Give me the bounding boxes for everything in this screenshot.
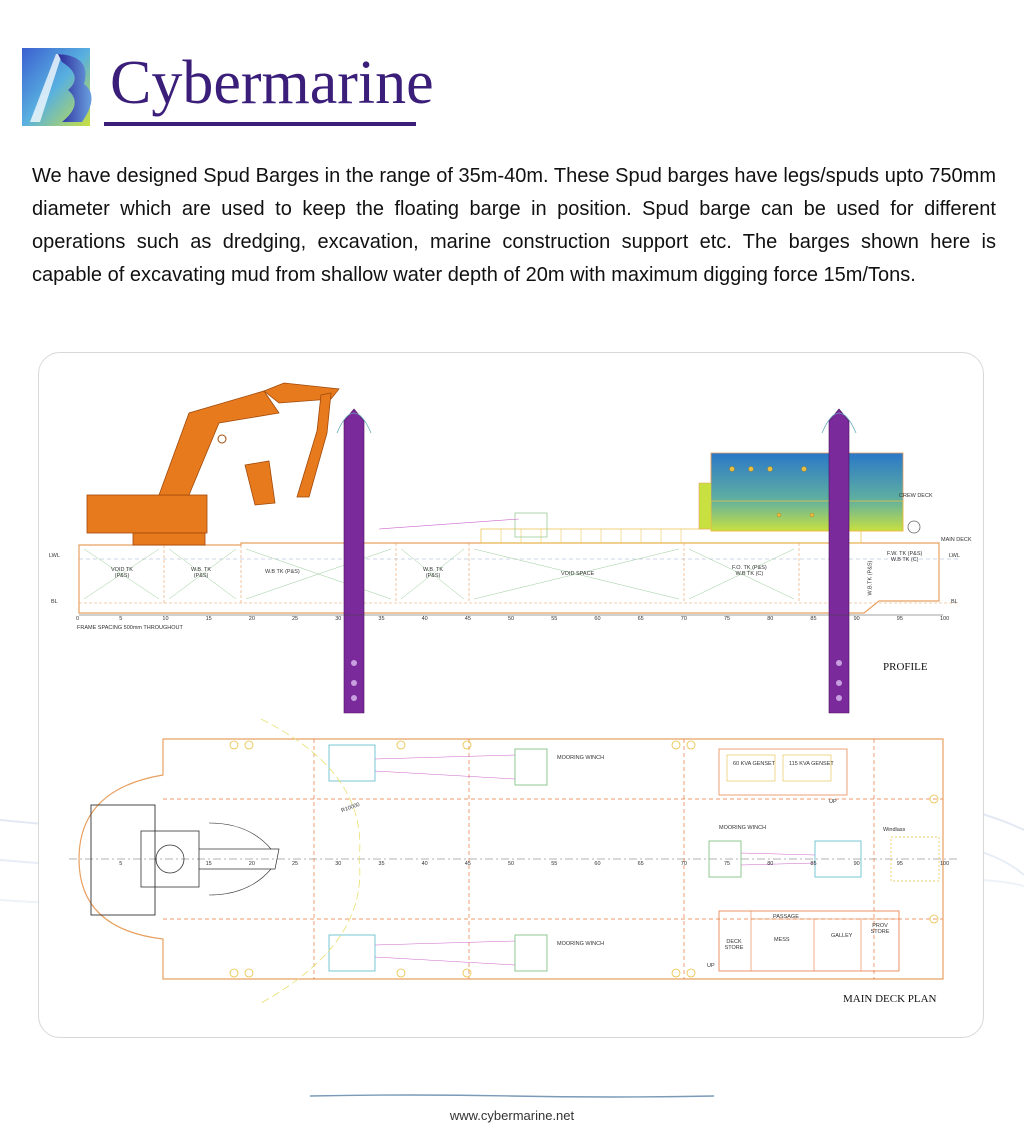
profile-frame-45: 45 bbox=[464, 616, 471, 622]
profile-frame-0: 0 bbox=[76, 616, 80, 622]
plan-frame-75: 75 bbox=[724, 861, 731, 867]
plan-frame-65: 65 bbox=[637, 861, 644, 867]
profile-frame-75: 75 bbox=[724, 616, 731, 622]
crew-deck-label: CREW DECK bbox=[899, 493, 933, 499]
plan-frame-5: 5 bbox=[119, 861, 123, 867]
plan-frame-70: 70 bbox=[680, 861, 687, 867]
prov-store-label: PROV STORE bbox=[870, 923, 890, 936]
profile-frame-65: 65 bbox=[637, 616, 644, 622]
plan-frame-40: 40 bbox=[421, 861, 428, 867]
mooring-winch-top-label: MOORING WINCH bbox=[557, 755, 605, 761]
up-label-2: UP bbox=[707, 963, 715, 969]
plan-frame-95: 95 bbox=[896, 861, 903, 867]
plan-frame-30: 30 bbox=[335, 861, 342, 867]
void-tk-label: VOID TK(P&S) bbox=[111, 567, 133, 580]
profile-frame-10: 10 bbox=[162, 616, 169, 622]
profile-frame-20: 20 bbox=[248, 616, 255, 622]
plan-frame-35: 35 bbox=[378, 861, 385, 867]
bl-label-right: BL bbox=[951, 599, 958, 605]
lwl-label: LWL bbox=[49, 553, 60, 559]
plan-frame-100: 100 bbox=[940, 861, 950, 867]
plan-frame-85: 85 bbox=[810, 861, 817, 867]
plan-frame-15: 15 bbox=[205, 861, 212, 867]
profile-frame-60: 60 bbox=[594, 616, 601, 622]
profile-frame-5: 5 bbox=[119, 616, 123, 622]
profile-frame-100: 100 bbox=[940, 616, 950, 622]
mooring-winch-bottom-label: MOORING WINCH bbox=[557, 941, 605, 947]
profile-frame-90: 90 bbox=[853, 616, 860, 622]
profile-frame-80: 80 bbox=[767, 616, 774, 622]
intro-paragraph: We have designed Spud Barges in the rang… bbox=[32, 165, 996, 286]
profile-title: PROFILE bbox=[883, 661, 928, 673]
profile-frame-30: 30 bbox=[335, 616, 342, 622]
profile-frame-95: 95 bbox=[896, 616, 903, 622]
plan-frame-25: 25 bbox=[292, 861, 299, 867]
plan-frame-60: 60 bbox=[594, 861, 601, 867]
profile-frame-85: 85 bbox=[810, 616, 817, 622]
passage-label: PASSAGE bbox=[773, 914, 799, 920]
plan-frame-80: 80 bbox=[767, 861, 774, 867]
brand-name: Cybermarine bbox=[110, 49, 434, 117]
footer-url: www.cybermarine.net bbox=[449, 1108, 575, 1123]
spud-leg-icon bbox=[336, 408, 857, 714]
plan-frame-scale: 5 15 20 25 30 35 40 45 50 55 60 65 70 75 80 85 90 95 100 bbox=[39, 861, 983, 869]
mooring-winch-mid-label: MOORING WINCH bbox=[719, 825, 767, 831]
plan-frame-20: 20 bbox=[248, 861, 255, 867]
profile-frame-50: 50 bbox=[508, 616, 515, 622]
lwl-label-right: LWL bbox=[949, 553, 960, 559]
deck-store-label: DECK STORE bbox=[724, 939, 744, 952]
main-deck-label: MAIN DECK bbox=[941, 537, 972, 543]
genset-1-label: 60 KVA GENSET bbox=[733, 761, 776, 767]
profile-frame-15: 15 bbox=[205, 616, 212, 622]
wb-tk-3-label: W.B. TK(P&S) bbox=[423, 567, 444, 580]
profile-frame-scale: 0 5 10 15 20 25 30 35 40 45 50 55 60 65 70 75 80 85 90 95 10… bbox=[39, 616, 983, 624]
footer-divider bbox=[310, 1094, 714, 1098]
profile-frame-25: 25 bbox=[292, 616, 299, 622]
main-deck-plan-title: MAIN DECK PLAN bbox=[843, 993, 937, 1005]
up-label-1: UP bbox=[829, 799, 837, 805]
profile-frame-70: 70 bbox=[680, 616, 687, 622]
plan-frame-50: 50 bbox=[508, 861, 515, 867]
plan-frame-55: 55 bbox=[551, 861, 558, 867]
fo-tk-label: F.O. TK (P&S)W.B TK (C) bbox=[732, 565, 767, 578]
profile-frame-55: 55 bbox=[551, 616, 558, 622]
windlass-label: Windlass bbox=[883, 827, 906, 833]
brand-underline bbox=[104, 122, 416, 126]
cybermarine-logo-icon bbox=[22, 48, 92, 126]
frame-spacing-label: FRAME SPACING 500mm THROUGHOUT bbox=[77, 625, 183, 631]
wb-tk-vertical-label: W.B.TK (P&S) bbox=[867, 560, 874, 596]
bl-label: BL bbox=[51, 599, 58, 605]
genset-2-label: 115 KVA GENSET bbox=[789, 761, 834, 767]
galley-label: GALLEY bbox=[831, 933, 853, 939]
wb-tk-2-label: W.B TK (P&S) bbox=[265, 569, 300, 575]
fw-tk-label: F.W. TK (P&S)W.B TK (C) bbox=[887, 551, 923, 564]
plan-frame-90: 90 bbox=[853, 861, 860, 867]
plan-frame-45: 45 bbox=[464, 861, 471, 867]
mess-label: MESS bbox=[774, 937, 790, 943]
profile-frame-40: 40 bbox=[421, 616, 428, 622]
wb-tk-1-label: W.B. TK(P&S) bbox=[191, 567, 212, 580]
void-space-label: VOID SPACE bbox=[561, 571, 595, 577]
barge-drawing-panel: LWL LWL BL BL CREW DECK MAIN DECK VOID T… bbox=[38, 352, 984, 1038]
profile-frame-35: 35 bbox=[378, 616, 385, 622]
excavator-icon bbox=[86, 382, 340, 546]
barge-drawing bbox=[69, 382, 959, 1004]
